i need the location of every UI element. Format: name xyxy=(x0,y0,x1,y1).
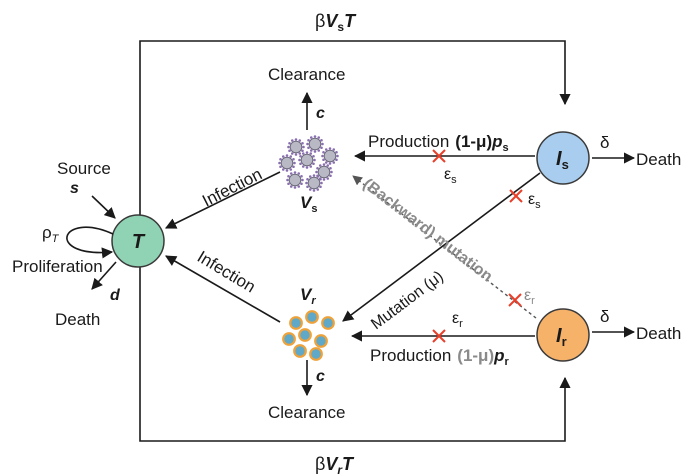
backward-mutation-label: (Backward) mutation xyxy=(360,176,496,286)
proliferation-loop xyxy=(66,226,114,259)
virion-r xyxy=(289,316,303,330)
virion-r xyxy=(309,347,323,361)
virion-cluster-r xyxy=(282,310,335,361)
virion-s xyxy=(298,151,316,169)
clearance-bottom-rate: c xyxy=(316,368,325,385)
eps-r-backward-label: εr xyxy=(524,287,535,307)
vr-label: Vr xyxy=(300,285,316,307)
virion-r xyxy=(321,316,335,330)
clearance-top-label: Clearance xyxy=(268,65,346,84)
loop-bottom-line xyxy=(139,238,571,442)
eps-s-mutation-label: εs xyxy=(528,191,541,211)
t-cell-node xyxy=(111,214,165,268)
is-node xyxy=(536,131,590,185)
t-death-arrow xyxy=(91,261,117,290)
ir-node-label: Ir xyxy=(556,325,567,349)
source-arrow xyxy=(91,195,116,219)
top-flux-label: βVsT xyxy=(315,11,357,34)
infection-bottom-arrow xyxy=(165,255,281,323)
virion-s xyxy=(305,174,323,192)
virion-s xyxy=(287,138,305,156)
mutation-label: Mutation (μ) xyxy=(368,268,447,333)
eps-r-production-label: εr xyxy=(452,310,463,330)
infection-bottom-label: Infection xyxy=(194,247,259,296)
is-node-label: Is xyxy=(556,148,569,172)
source-rate: s xyxy=(70,180,79,197)
production-s-label: Production(1-μ)ps xyxy=(368,132,509,154)
virion-s xyxy=(278,154,296,172)
virion-s xyxy=(315,163,333,181)
loop-top-line xyxy=(139,40,571,238)
ir-death-label: Death xyxy=(636,324,681,343)
infection-top-label: Infection xyxy=(199,164,265,210)
infection-top-arrow xyxy=(164,171,281,229)
bottom-flux-label: βVrT xyxy=(315,454,355,476)
proliferation-label: Proliferation xyxy=(12,257,103,276)
virion-r xyxy=(282,332,296,346)
virion-s xyxy=(306,135,324,153)
rho-label: ρT xyxy=(42,223,60,245)
inhibition-cross-production-r xyxy=(432,329,446,343)
virion-s xyxy=(321,147,339,165)
is-death-label: Death xyxy=(636,150,681,169)
virion-r xyxy=(293,344,307,358)
inhibition-cross-backward-mutation xyxy=(508,293,522,307)
virion-s xyxy=(286,171,304,189)
virion-r xyxy=(298,328,312,342)
virion-r xyxy=(305,310,319,324)
t-death-rate: d xyxy=(110,287,121,304)
source-label: Source xyxy=(57,159,111,178)
t-death-label: Death xyxy=(55,310,100,329)
virion-r xyxy=(314,334,328,348)
ir-death-rate: δ xyxy=(600,307,609,326)
backward-mutation-arrow xyxy=(352,175,537,319)
ir-node xyxy=(536,308,590,362)
vs-label: Vs xyxy=(300,193,317,215)
mutation-arrow xyxy=(342,172,541,322)
clearance-top-rate: c xyxy=(316,105,325,122)
eps-s-production-label: εs xyxy=(444,166,457,186)
virion-cluster-s xyxy=(278,135,339,192)
production-r-label: Production(1-μ)pr xyxy=(370,346,510,368)
clearance-bottom-label: Clearance xyxy=(268,403,346,422)
inhibition-cross-mutation xyxy=(509,189,523,203)
is-death-rate: δ xyxy=(600,133,609,152)
t-node-label: T xyxy=(132,231,146,253)
inhibition-cross-production-s xyxy=(432,149,446,163)
